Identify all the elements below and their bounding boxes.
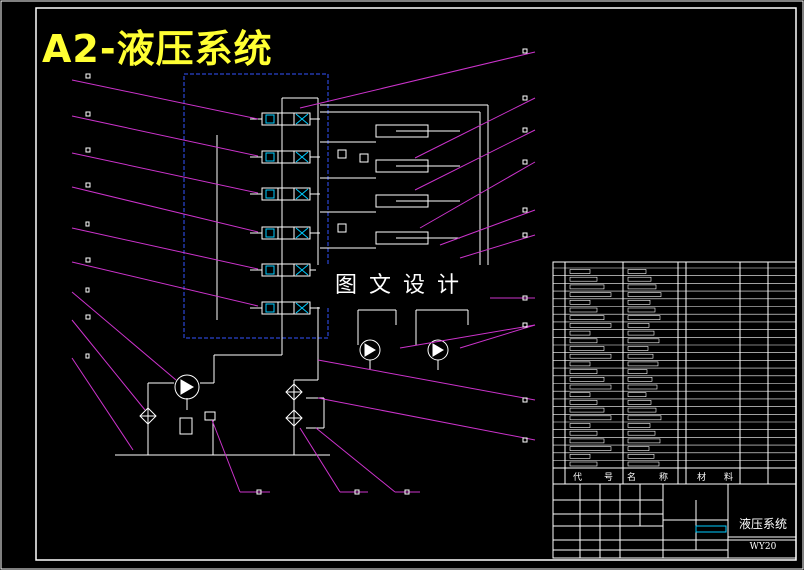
bom-header-material: 材	[697, 473, 707, 483]
parts-row-name-cell	[627, 276, 652, 282]
solenoid-valve-5	[250, 263, 320, 277]
solenoid-valve-4	[250, 226, 320, 240]
bom-header-no: 号	[604, 473, 614, 483]
parts-row-name-cell	[627, 369, 648, 374]
parts-row-code-cell	[569, 276, 598, 282]
solenoid-valve-6	[250, 301, 320, 315]
parts-row-name-cell	[627, 376, 653, 382]
parts-row-code-cell	[569, 400, 598, 405]
bom-header-material2: 料	[724, 473, 734, 483]
title-block-code: WY20	[749, 542, 777, 552]
parts-row-code-cell	[569, 453, 591, 459]
parts-row-name-cell	[627, 361, 659, 367]
parts-row-name-cell	[627, 400, 652, 405]
watermark: 图文设计	[316, 265, 490, 307]
parts-row-name-cell	[627, 423, 651, 428]
parts-row-name-cell	[627, 415, 662, 421]
leader-lines	[71, 51, 536, 493]
parts-row-code-cell	[569, 330, 591, 336]
parts-row-code-cell	[569, 392, 591, 398]
parts-row-code-cell	[569, 430, 598, 436]
parts-row-code-cell	[569, 384, 612, 390]
parts-row-name-cell	[627, 307, 656, 313]
parts-row-name-cell	[627, 315, 661, 321]
parts-row-name-cell	[627, 407, 657, 413]
hydraulic-cylinders	[320, 124, 460, 249]
parts-row-name-cell	[627, 284, 657, 290]
parts-row-name-cell	[627, 338, 660, 344]
parts-row-code-cell	[569, 315, 605, 321]
parts-row-code-cell	[569, 307, 598, 313]
parts-row-name-cell	[627, 446, 650, 451]
bom-header-name: 名	[627, 473, 637, 483]
parts-row-code-cell	[569, 338, 598, 344]
parts-row-name-cell	[627, 430, 656, 436]
parts-row-code-cell	[569, 407, 605, 413]
suction-filter	[139, 407, 157, 425]
parts-row-code-cell	[569, 438, 605, 444]
hydraulic-motor-left	[359, 339, 381, 361]
parts-row-code-cell	[569, 376, 605, 382]
parts-row-code-cell	[569, 415, 612, 421]
return-filters	[285, 383, 303, 427]
parts-row-name-cell	[627, 453, 655, 459]
parts-row-code-cell	[569, 292, 612, 297]
parts-row-name-cell	[627, 461, 660, 467]
parts-row-name-cell	[627, 353, 654, 359]
parts-row-code-cell	[569, 269, 591, 274]
parts-row-code-cell	[569, 446, 612, 451]
parts-row-code-cell	[569, 361, 591, 367]
parts-row-code-cell	[569, 346, 605, 351]
parts-row-name-cell	[627, 384, 658, 390]
solenoid-valve-2	[250, 150, 320, 164]
valve-stack-enclosure	[183, 73, 329, 339]
solenoid-valve-1	[250, 112, 320, 126]
parts-row-name-cell	[627, 269, 647, 274]
hydraulic-motor-right	[427, 339, 449, 361]
bom-header-code: 代	[573, 473, 583, 483]
parts-row-name-cell	[627, 392, 647, 398]
parts-row-code-cell	[569, 323, 612, 328]
parts-row-code-cell	[569, 284, 605, 290]
parts-row-name-cell	[627, 292, 662, 297]
solenoid-valve-3	[250, 187, 320, 201]
drawing-title: A2-液压系统	[42, 27, 273, 71]
parts-row-name-cell	[627, 299, 651, 305]
parts-row-code-cell	[569, 353, 612, 359]
hydraulic-pump	[174, 374, 216, 435]
parts-row-code-cell	[569, 299, 591, 305]
callout-markers	[85, 48, 528, 495]
title-block-name: 液压系统	[738, 517, 787, 531]
title-block	[552, 483, 797, 559]
parts-row-code-cell	[569, 369, 598, 374]
hydraulic-lines	[115, 97, 489, 456]
parts-row-name-cell	[627, 323, 650, 328]
parts-row-name-cell	[627, 330, 655, 336]
bom-header-name2: 称	[659, 473, 669, 483]
parts-list-rows	[553, 267, 796, 467]
parts-row-code-cell	[569, 461, 598, 467]
parts-row-name-cell	[627, 438, 661, 444]
parts-row-code-cell	[569, 423, 591, 428]
parts-row-name-cell	[627, 346, 649, 351]
